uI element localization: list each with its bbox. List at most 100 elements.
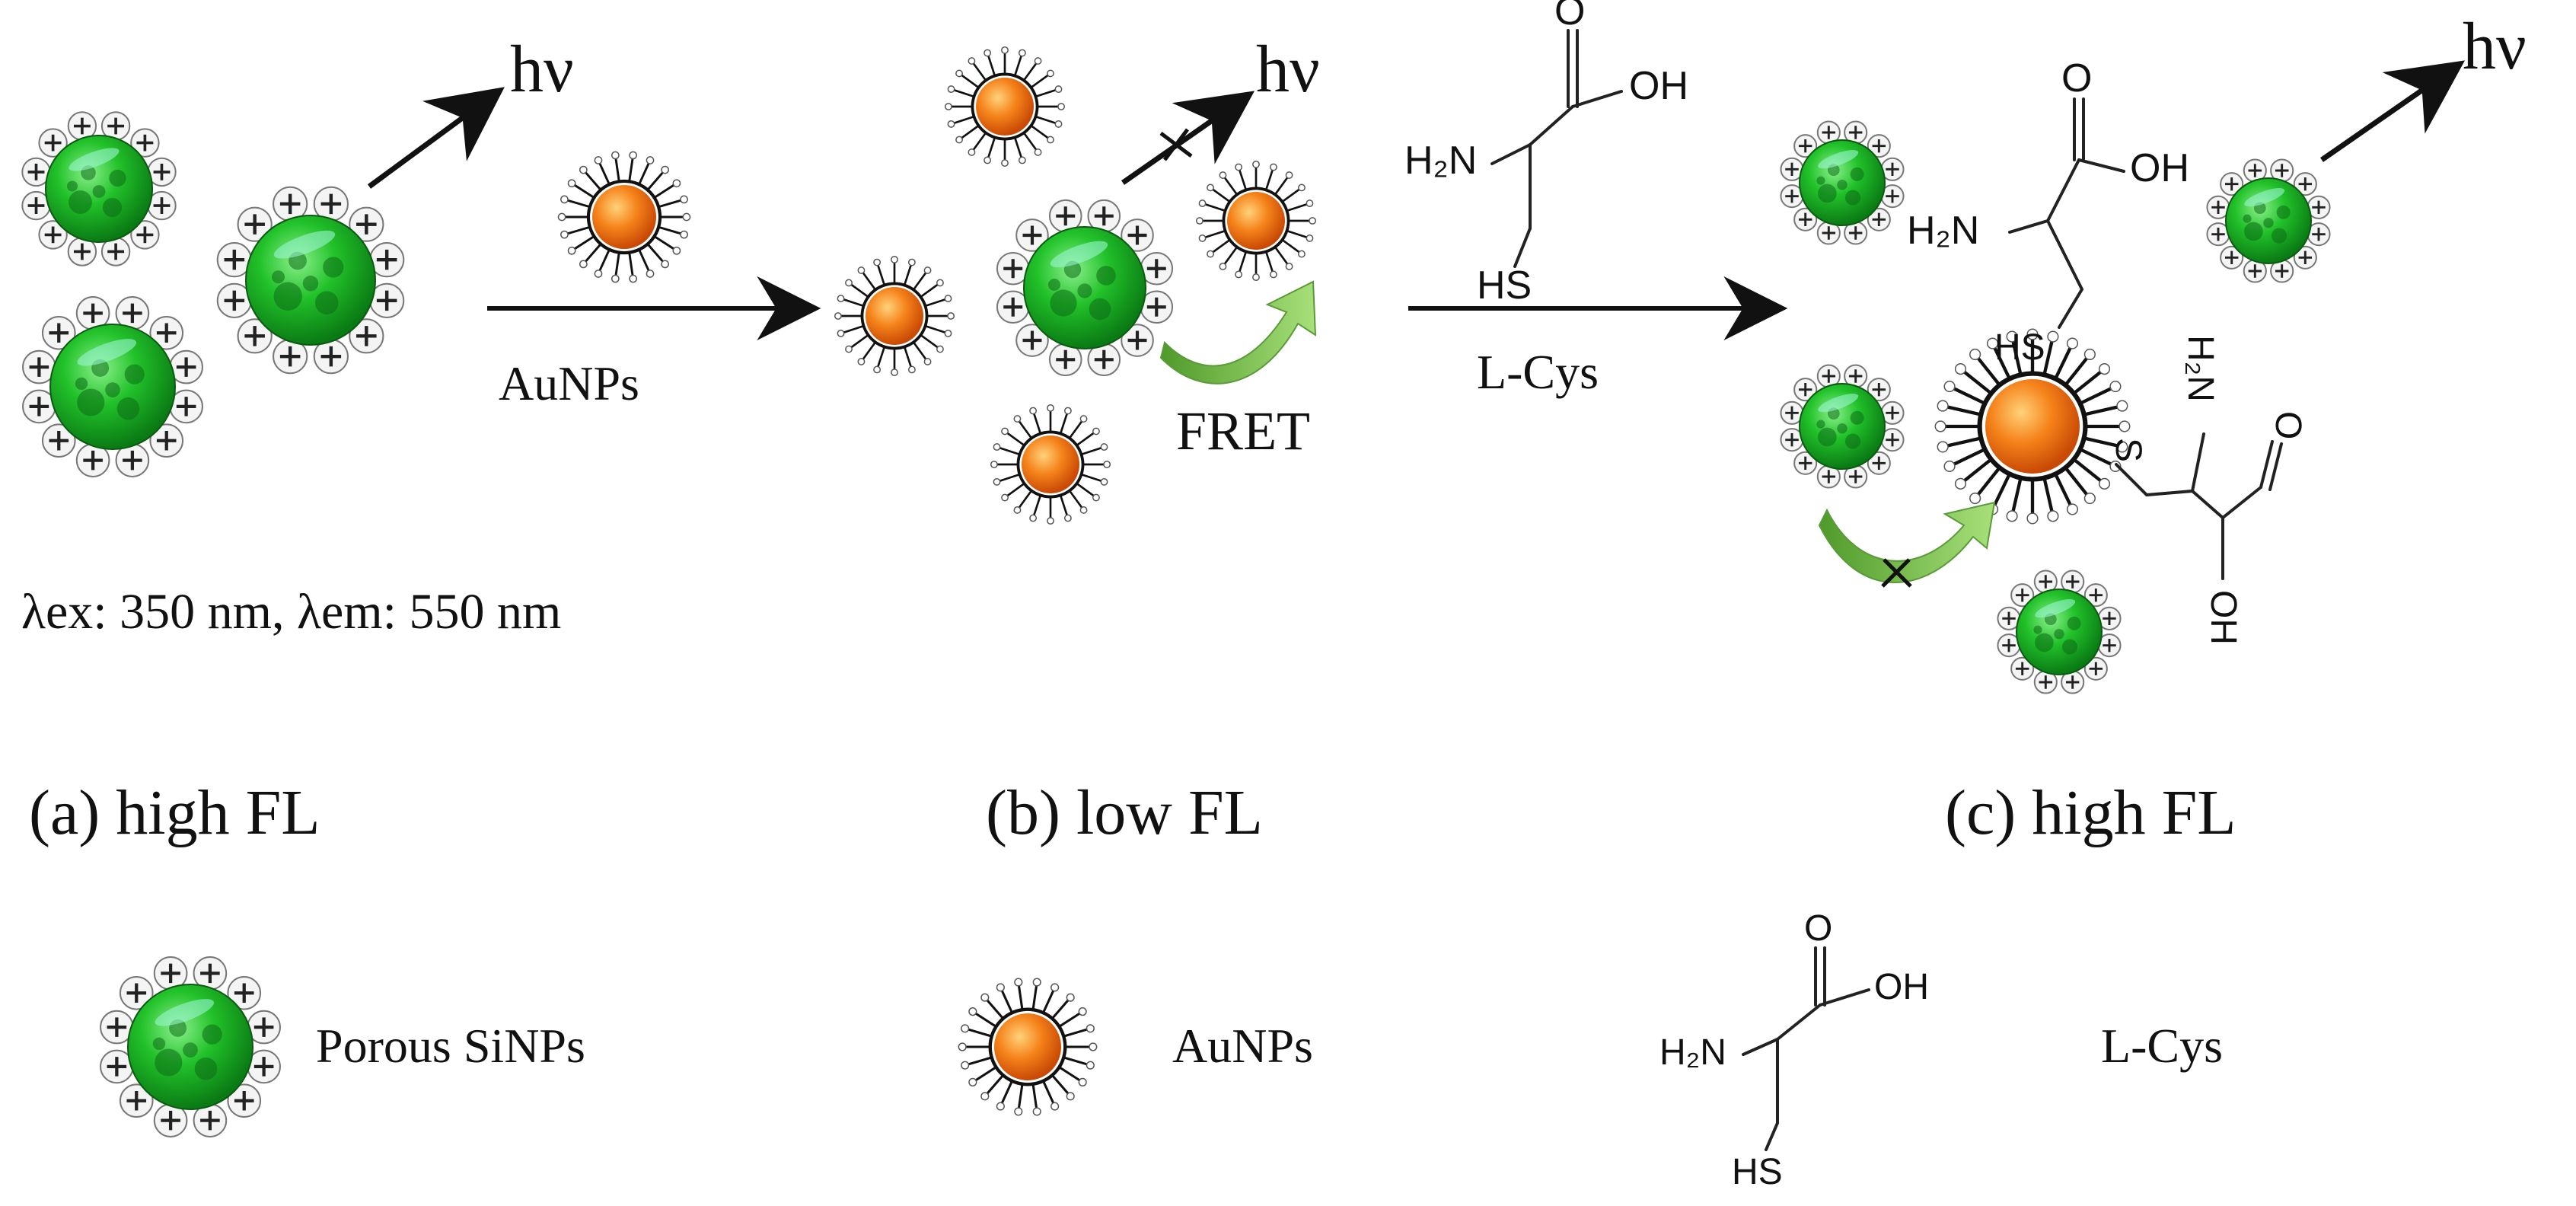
- plus-charge-icon: [2220, 172, 2244, 196]
- plus-charge-icon: [1793, 134, 1818, 158]
- plus-charge-icon: [1140, 290, 1174, 324]
- plus-charge-icon: [1121, 324, 1154, 357]
- lcys-o-label: O: [2061, 56, 2092, 100]
- plus-charge-icon: [1867, 134, 1891, 158]
- plus-charge-icon: [2083, 656, 2108, 681]
- lcys-o-label: O: [2268, 411, 2308, 439]
- plus-charge-icon: [237, 206, 273, 242]
- plus-charge-icon: [1867, 378, 1891, 402]
- photon-symbol: hν: [2463, 10, 2527, 84]
- lcys-sh-label: HS: [1732, 1152, 1783, 1192]
- plus-charge-icon: [1048, 199, 1082, 233]
- plus-charge-icon: [38, 220, 68, 250]
- plus-charge-icon: [369, 282, 405, 318]
- legend-label-lcys: L-Cys: [2101, 1019, 2223, 1073]
- aunp-particle: [944, 46, 1066, 168]
- plus-charge-icon: [1087, 343, 1121, 377]
- plus-charge-icon: [130, 220, 160, 250]
- plus-charge-icon: [21, 157, 51, 187]
- lcys-sh-label: HS: [1477, 263, 1532, 308]
- photon-symbol: hν: [1256, 33, 1320, 107]
- sinp-particle: [1780, 364, 1905, 489]
- plus-charge-icon: [147, 190, 177, 221]
- plus-charge-icon: [115, 296, 150, 330]
- plus-charge-icon: [149, 423, 184, 458]
- lcys-hs-label: HS: [1994, 327, 2045, 368]
- sinp-particle: [22, 296, 203, 477]
- plus-charge-icon: [75, 443, 110, 477]
- plus-charge-icon: [996, 290, 1030, 324]
- plus-charge-icon: [273, 339, 308, 375]
- lcys-s-label: S: [2108, 438, 2148, 462]
- lcys-oh-rotated-label: OH: [2203, 590, 2243, 645]
- lcys-nh2-label: H₂N: [1907, 209, 1979, 253]
- legend-sinp-icon: [100, 956, 281, 1137]
- plus-charge-icon: [247, 1049, 281, 1084]
- plus-charge-icon: [2243, 259, 2267, 283]
- aunp-core: [1985, 379, 2080, 474]
- plus-charge-icon: [2097, 606, 2122, 630]
- plus-charge-icon: [1015, 219, 1049, 252]
- arrow-label-lcys: L-Cys: [1477, 345, 1599, 399]
- plus-charge-icon: [1997, 606, 2021, 630]
- plus-charge-icon: [1997, 633, 2021, 658]
- blocked-fret-arrow: [1818, 501, 1996, 583]
- aunp-core: [1022, 436, 1079, 493]
- aunp-particle: [557, 151, 691, 283]
- lcys-bound-upper: [2008, 97, 2125, 329]
- plus-charge-icon: [22, 349, 56, 384]
- plus-charge-icon: [21, 190, 51, 221]
- fret-label: FRET: [1176, 400, 1310, 461]
- plus-charge-icon: [2010, 656, 2035, 681]
- sinp-particle: [216, 186, 405, 375]
- caption-c: (c) high FL: [1945, 777, 2236, 848]
- plus-charge-icon: [1880, 157, 1905, 181]
- plus-charge-icon: [1816, 364, 1841, 388]
- plus-charge-icon: [2083, 583, 2108, 608]
- emission-arrow: [2320, 60, 2466, 162]
- sinp-particle: [21, 111, 177, 266]
- plus-charge-icon: [1867, 207, 1891, 231]
- sinp-particle: [1780, 120, 1905, 245]
- legend-lcys-structure: [1742, 946, 1870, 1151]
- lcys-o-label: O: [1804, 908, 1832, 949]
- lcys-nh2-label: H₂N: [1404, 139, 1477, 183]
- aunp-particle: [1195, 160, 1317, 282]
- plus-charge-icon: [247, 1010, 281, 1045]
- aunp-core: [866, 287, 923, 345]
- plus-charge-icon: [2220, 245, 2244, 270]
- caption-b: (b) low FL: [986, 777, 1263, 848]
- plus-charge-icon: [2293, 245, 2317, 270]
- plus-charge-icon: [1793, 378, 1818, 402]
- plus-charge-icon: [2243, 158, 2267, 183]
- plus-charge-icon: [2307, 222, 2331, 247]
- plus-charge-icon: [273, 186, 308, 222]
- plus-charge-icon: [193, 956, 228, 991]
- plus-charge-icon: [1867, 451, 1891, 475]
- fret-arrow: [1159, 280, 1317, 384]
- plus-charge-icon: [2033, 670, 2058, 694]
- plus-charge-icon: [119, 975, 154, 1010]
- plus-charge-icon: [2061, 570, 2085, 594]
- lcys-oh-label: OH: [2130, 146, 2189, 190]
- plus-charge-icon: [153, 1103, 188, 1137]
- plus-charge-icon: [349, 206, 384, 242]
- plus-charge-icon: [2293, 172, 2317, 196]
- aunp-core: [976, 78, 1034, 136]
- plus-charge-icon: [2061, 670, 2085, 694]
- plus-charge-icon: [100, 111, 131, 141]
- plus-charge-icon: [149, 315, 184, 350]
- arrow-label-aunps: AuNPs: [499, 356, 639, 410]
- plus-charge-icon: [75, 296, 110, 330]
- lcys-structure-arrow: [1490, 29, 1623, 268]
- plus-charge-icon: [1844, 120, 1868, 145]
- plus-charge-icon: [119, 1083, 154, 1118]
- plus-charge-icon: [41, 315, 76, 350]
- lcys-bound-right: [2115, 432, 2283, 580]
- aunp-core: [994, 1013, 1061, 1080]
- plus-charge-icon: [130, 128, 160, 158]
- plus-charge-icon: [237, 318, 273, 354]
- plus-charge-icon: [67, 237, 97, 266]
- plus-charge-icon: [38, 128, 68, 158]
- plus-charge-icon: [2010, 583, 2035, 608]
